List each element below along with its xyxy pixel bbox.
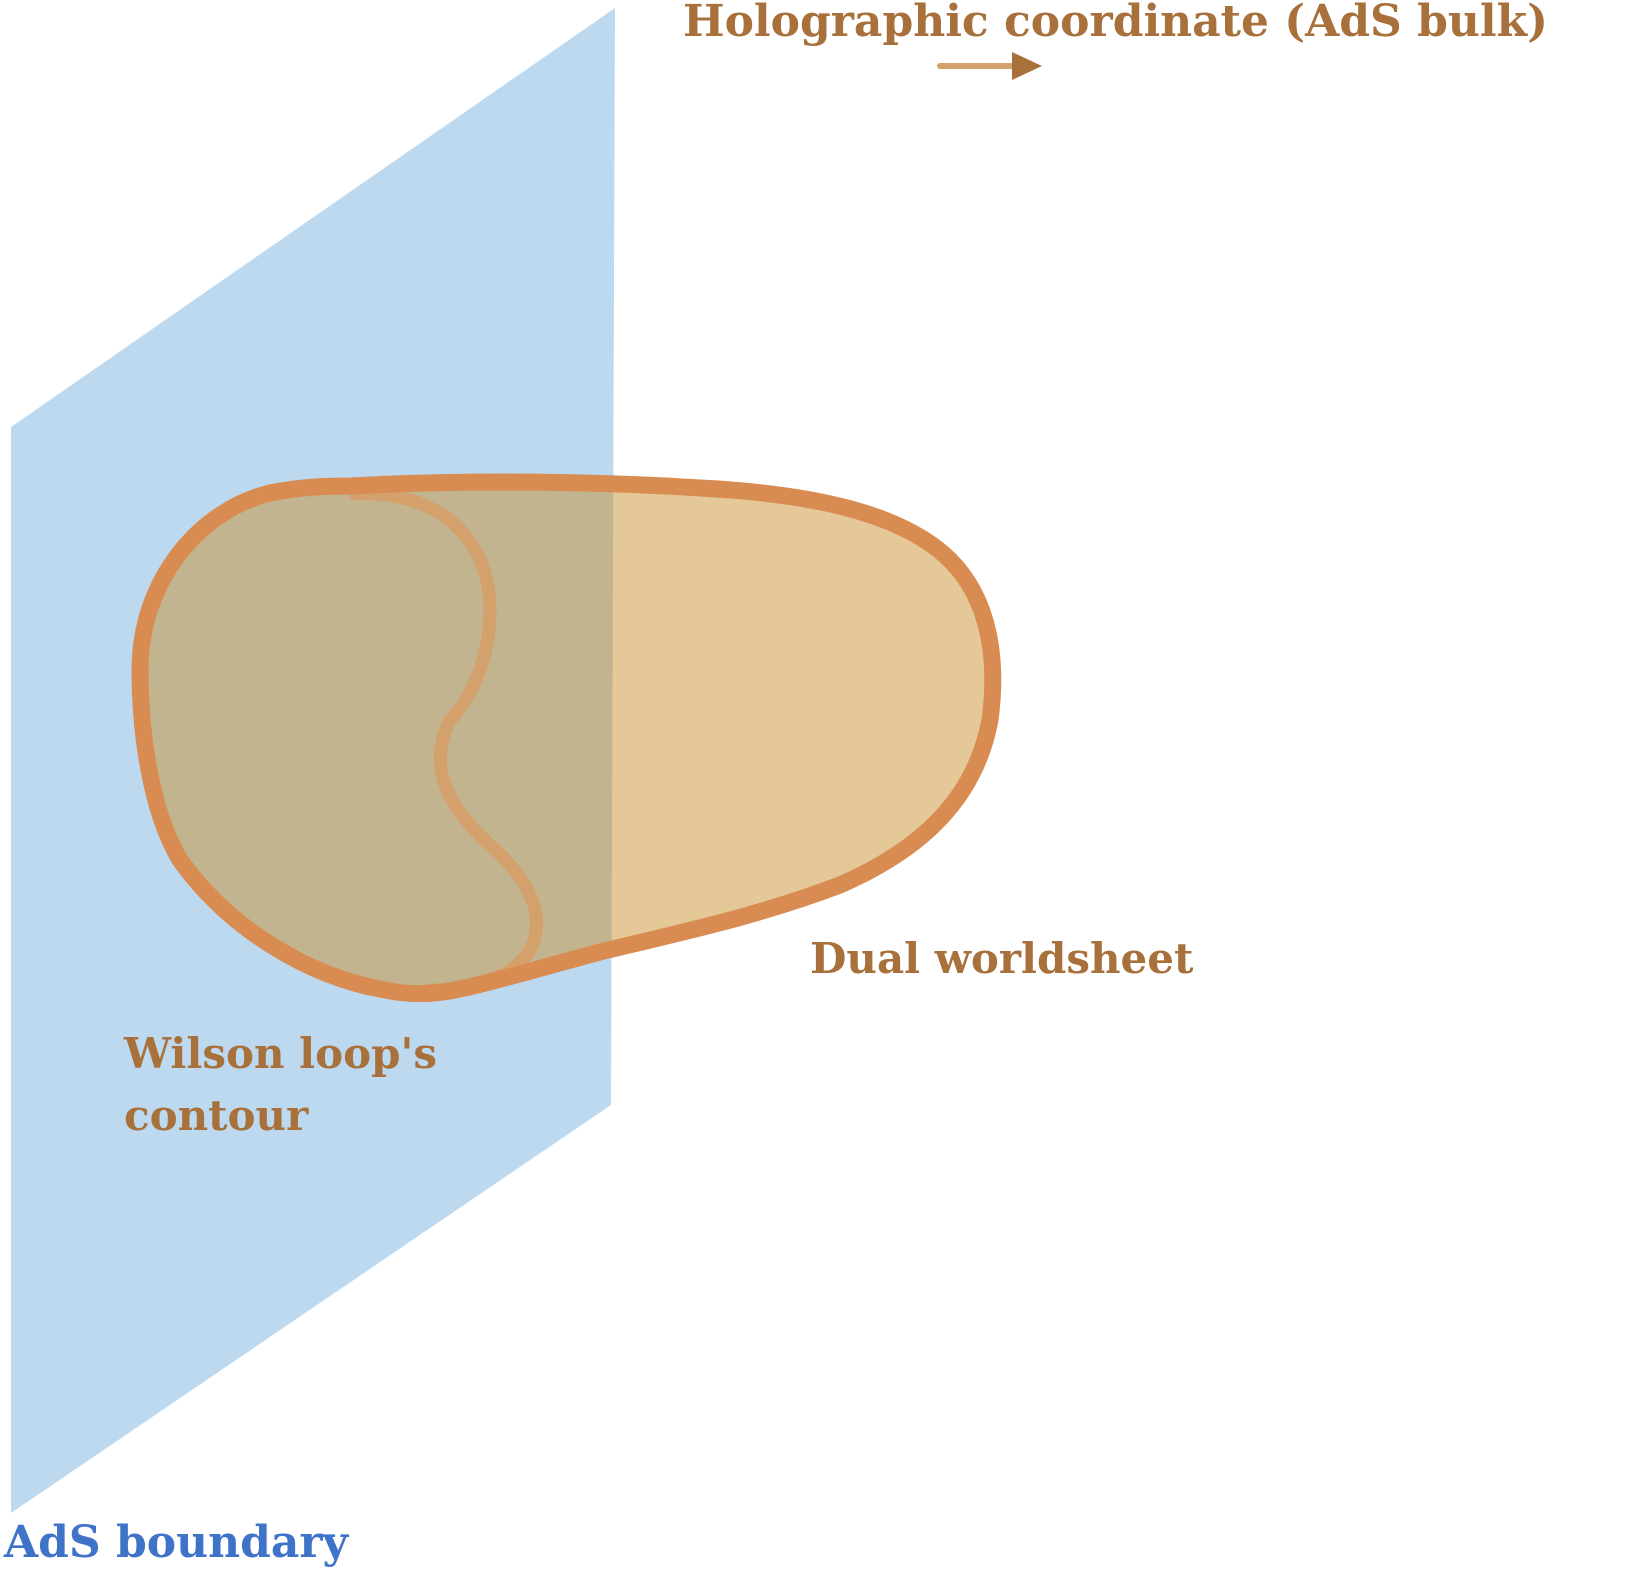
holographic-coordinate-label: Holographic coordinate (AdS bulk) bbox=[683, 0, 1548, 47]
wilson-loop-label-line1: Wilson loop's bbox=[123, 1029, 437, 1078]
holographic-arrow-head bbox=[1012, 52, 1042, 80]
wilson-loop-contour-line bbox=[348, 487, 543, 997]
dual-worldsheet-outline bbox=[131, 473, 1002, 1003]
wilson-loop-label-line2: contour bbox=[124, 1091, 309, 1140]
ads-boundary-label: AdS boundary bbox=[3, 1517, 350, 1568]
dual-worldsheet-label: Dual worldsheet bbox=[810, 934, 1194, 983]
worldsheet-boundary-overlap bbox=[140, 482, 615, 994]
